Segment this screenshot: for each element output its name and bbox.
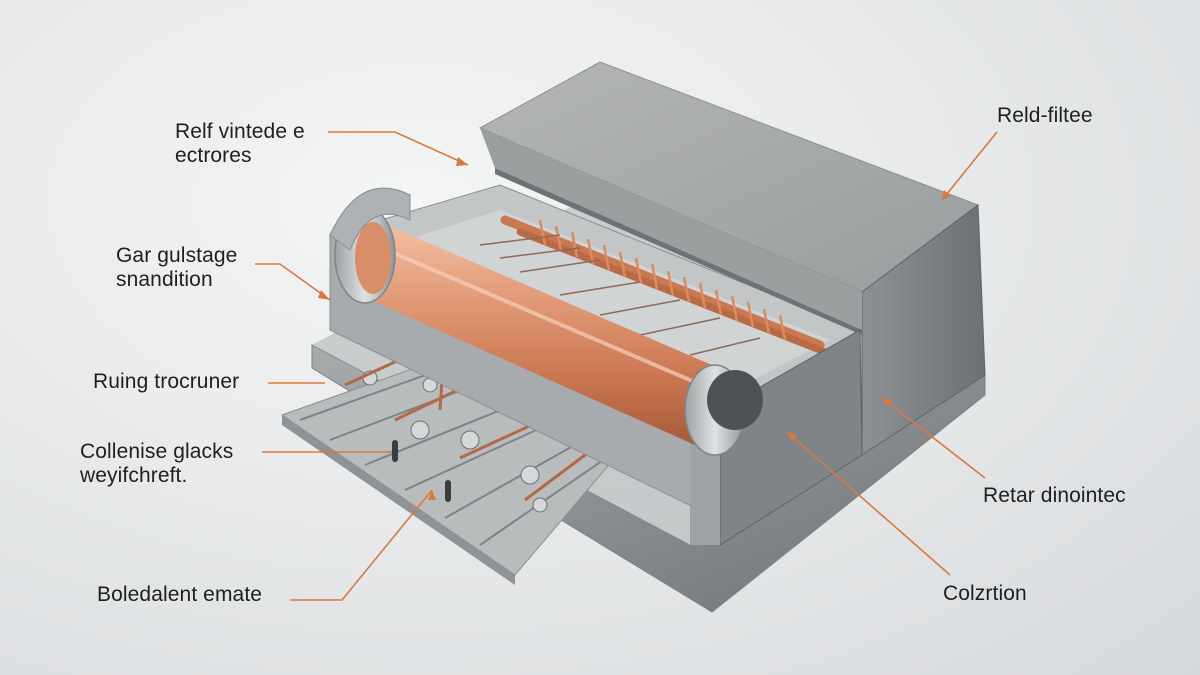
label-line: Retar dinointec	[983, 484, 1126, 507]
label-left-middle: Ruing trocruner	[93, 370, 239, 394]
label-top-right: Reld-filtee	[997, 104, 1093, 128]
label-line: Ruing trocruner	[93, 370, 240, 393]
label-line: Relf vintede e	[175, 120, 305, 143]
label-line: weyifchreft.	[80, 464, 188, 487]
copper-coil	[479, 215, 844, 362]
leader-arrowheads	[318, 157, 951, 500]
label-top-left: Relf vintede e ectrores	[175, 120, 305, 168]
leader-line-top-left	[328, 131, 469, 166]
housing-block	[478, 61, 986, 546]
label-line: Colzrtion	[943, 582, 1027, 605]
leader-line-top-right	[941, 131, 998, 201]
label-bottom-left: Boledalent emate	[97, 583, 262, 607]
label-line: Gar gulstage	[116, 244, 238, 267]
leader-lines	[255, 131, 998, 601]
label-line: Collenise glacks	[80, 440, 234, 463]
label-left-lower: Collenise glacks weyifchreft.	[80, 440, 233, 488]
label-bottom-right: Colzrtion	[943, 582, 1027, 606]
copper-cylinder	[329, 187, 763, 456]
label-left-upper: Gar gulstage snandition	[116, 244, 237, 292]
label-line: ectrores	[175, 144, 252, 167]
leader-line-right-middle	[881, 397, 986, 479]
label-line: snandition	[116, 268, 213, 291]
leader-line-bottom-right	[786, 431, 951, 576]
leader-line-left-upper	[255, 263, 331, 301]
leader-line-bottom-left	[290, 489, 433, 601]
label-right-middle: Retar dinointec	[983, 484, 1126, 508]
label-line: Reld-filtee	[997, 104, 1093, 127]
label-line: Boledalent emate	[97, 583, 263, 606]
